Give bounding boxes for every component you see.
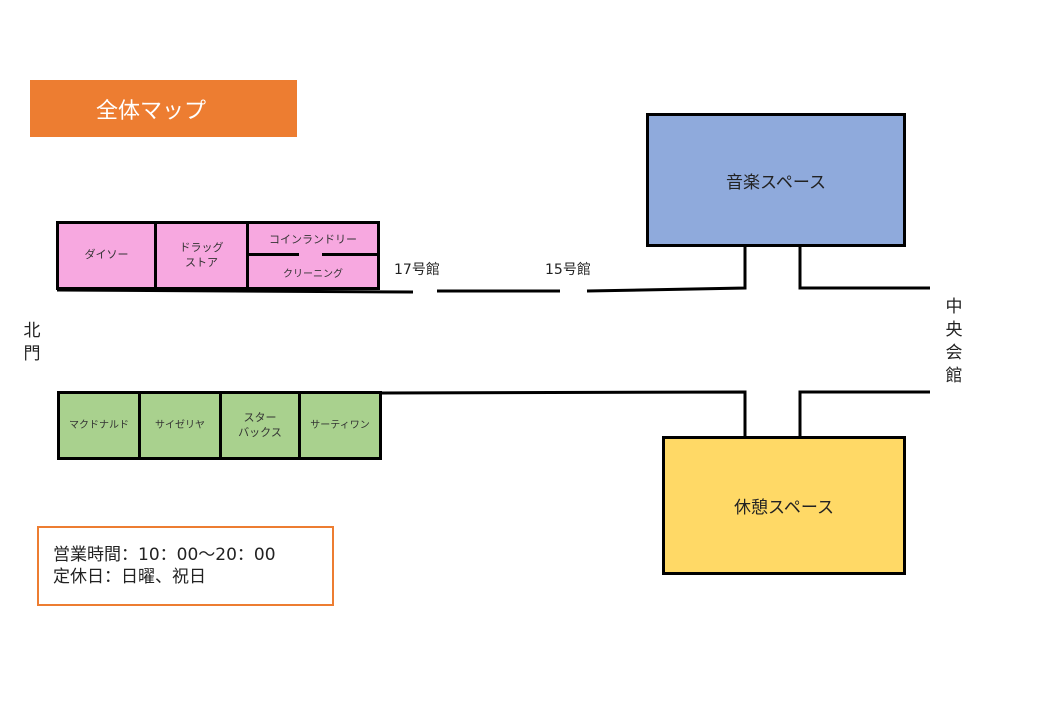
- divider: [249, 253, 299, 256]
- shop-coin-laundry[interactable]: コインランドリー: [246, 221, 380, 257]
- shop-mcdonalds[interactable]: マクドナルド: [57, 391, 141, 460]
- building-15: 15号館: [545, 262, 591, 278]
- closed-days: 定休日：日曜、祝日: [53, 567, 206, 587]
- shop-starbucks[interactable]: スター バックス: [219, 391, 301, 460]
- page-title: 全体マップ: [30, 80, 297, 137]
- north-gate-label: 北門: [23, 321, 41, 364]
- shop-saizeriya[interactable]: サイゼリヤ: [138, 391, 222, 460]
- business-hours: 営業時間：10：00〜20：00: [53, 545, 276, 565]
- shop-cleaning[interactable]: クリーニング: [246, 254, 380, 290]
- central-hall-label: 中央会館: [945, 297, 963, 386]
- info-box: 営業時間：10：00〜20：00 定休日：日曜、祝日: [37, 526, 334, 606]
- music-space[interactable]: 音楽スペース: [646, 113, 906, 247]
- shop-baskin-robbins[interactable]: サーティワン: [298, 391, 382, 460]
- rest-space[interactable]: 休憩スペース: [662, 436, 906, 575]
- shop-daiso[interactable]: ダイソー: [56, 221, 157, 290]
- divider: [322, 253, 377, 256]
- building-17: 17号館: [394, 262, 440, 278]
- shop-drugstore[interactable]: ドラッグ ストア: [154, 221, 249, 290]
